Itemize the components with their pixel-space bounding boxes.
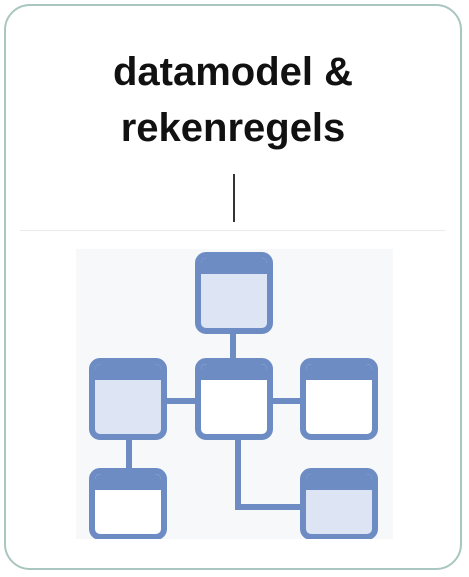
entity-box-bottom-left xyxy=(89,468,167,539)
card-title: datamodel & rekenregels xyxy=(6,44,460,156)
entity-box-center xyxy=(195,358,273,440)
entity-box-top xyxy=(195,252,273,334)
card-title-line-1: datamodel & xyxy=(112,50,354,94)
section-divider xyxy=(20,230,446,231)
data-model-card: datamodel & rekenregels xyxy=(4,4,462,570)
link-center-to-bottom-right xyxy=(235,434,306,510)
card-title-line-2: rekenregels xyxy=(120,106,346,150)
entity-box-bottom-right xyxy=(300,468,378,539)
entity-box-left xyxy=(89,358,167,440)
title-connector-line xyxy=(233,174,235,222)
data-model-diagram-icon xyxy=(76,249,393,539)
data-model-diagram-svg xyxy=(89,252,378,539)
entity-box-right xyxy=(300,358,378,440)
